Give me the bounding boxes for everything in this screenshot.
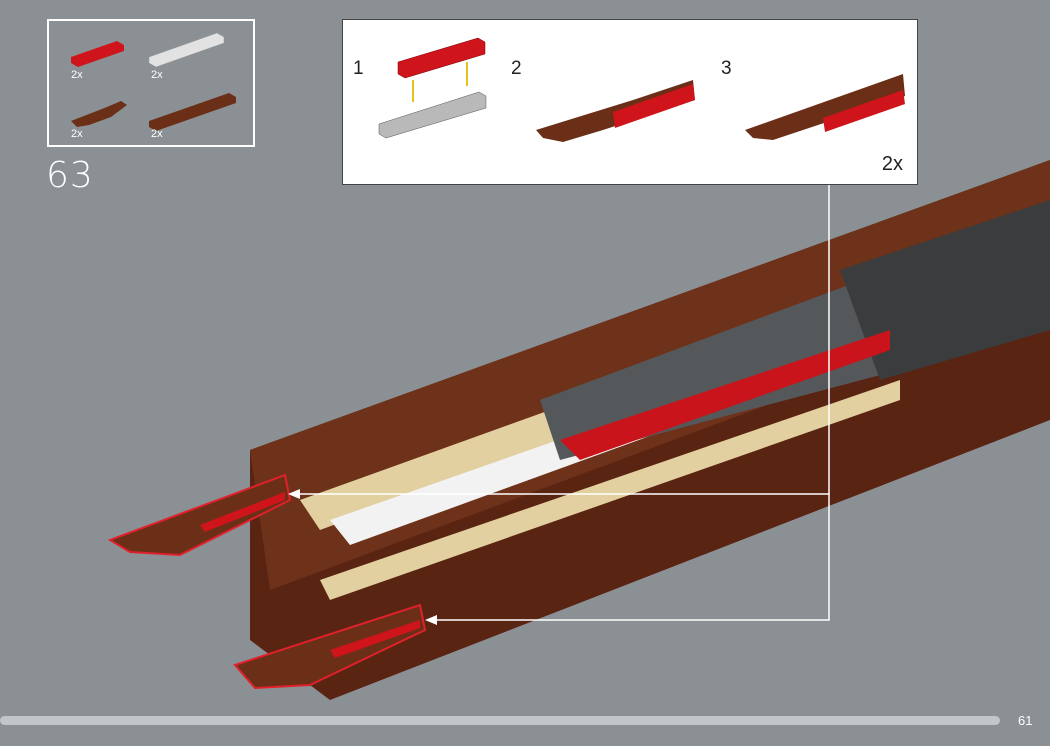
arrowhead-lower-icon — [425, 615, 437, 625]
part-brown-slope — [71, 101, 127, 127]
page-progress-bar — [0, 716, 1000, 725]
red-detail — [560, 330, 890, 460]
new-part-upper — [107, 473, 292, 557]
new-part-lower-red — [330, 620, 420, 658]
part-brown-plate — [149, 93, 236, 131]
tan-strip-2 — [320, 380, 900, 600]
substep-multiplier: 2x — [881, 153, 903, 175]
step-number: 63 — [46, 155, 94, 196]
parts-list-box: 2x 2x 2x 2x — [47, 19, 255, 147]
substep2-red — [613, 84, 695, 128]
new-part-upper-red — [200, 492, 285, 532]
part-qty: 2x — [151, 128, 163, 140]
callout-line-lower — [432, 494, 830, 621]
new-part-lower — [233, 603, 427, 690]
substep1-red-plate — [397, 37, 486, 79]
part-qty: 2x — [71, 128, 83, 140]
part-red-plate — [71, 41, 124, 67]
substep3-assembly — [745, 74, 905, 140]
part-qty: 2x — [71, 69, 83, 81]
substep3-red — [823, 90, 905, 132]
parts-illustration — [71, 32, 236, 131]
substep-illustration — [378, 37, 905, 142]
substep-number: 2 — [511, 58, 522, 79]
substep1-gray-plate — [378, 91, 487, 139]
substep-number: 3 — [721, 58, 732, 79]
part-gray-plate — [148, 32, 225, 68]
page-number: 61 — [1018, 713, 1033, 728]
gray-core-dark — [840, 200, 1050, 380]
substep-number: 1 — [353, 58, 364, 79]
substep2-assembly — [536, 80, 695, 142]
part-qty: 2x — [151, 69, 163, 81]
substep-callout: 1 2 3 2x — [342, 19, 918, 185]
arrowhead-upper-icon — [288, 489, 300, 499]
